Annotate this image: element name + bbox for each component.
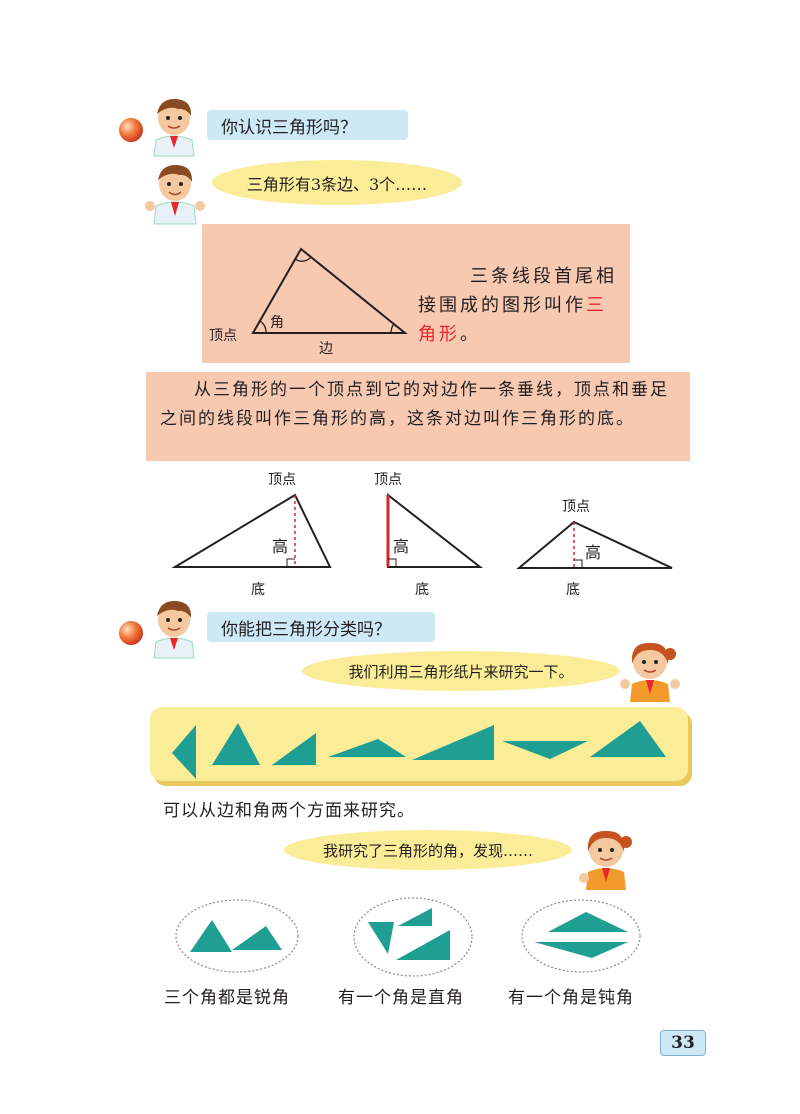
definition-term: 三角形: [418, 295, 607, 345]
category-label-acute: 三个角都是锐角: [164, 988, 290, 1008]
angle-label: 角: [270, 315, 284, 331]
height-diagram-3: [516, 520, 673, 569]
boy-avatar-2: [145, 164, 205, 225]
height-definition-box: [146, 372, 690, 461]
category-label-right: 有一个角是直角: [338, 988, 464, 1008]
question-text-1: 你认识三角形吗？: [221, 117, 357, 138]
diagram3-height-label: 高: [585, 543, 602, 562]
diagram2-height-label: 高: [393, 537, 410, 556]
diagram1-base-label: 底: [251, 582, 265, 598]
boy-avatar: [153, 98, 195, 157]
obtuse-triangles-oval: [521, 899, 641, 973]
diagram1-vertex-label: 顶点: [268, 472, 296, 488]
diagram2-base-label: 底: [415, 582, 429, 598]
girl-bubble-1: 我们利用三角形纸片来研究一下。: [302, 651, 620, 691]
diagram3-base-label: 底: [566, 582, 580, 598]
side-label: 边: [319, 341, 333, 357]
section-ball-icon: [119, 118, 143, 142]
triangle-diagram: [251, 247, 408, 334]
right-triangles-oval: [353, 897, 473, 977]
question-bubble-2: 你能把三角形分类吗？: [207, 612, 435, 642]
diagram2-vertex-label: 顶点: [374, 472, 402, 488]
acute-triangles-oval: [175, 899, 299, 973]
triangle-pieces: [172, 721, 666, 779]
boy-avatar-3: [153, 600, 195, 659]
girl-avatar-2: [579, 830, 632, 890]
definition-text-before: 三条线段首尾相接围成的图形叫作: [418, 266, 617, 316]
girl-text-1: 我们利用三角形纸片来研究一下。: [348, 662, 574, 681]
question-text-2: 你能把三角形分类吗？: [221, 619, 391, 640]
page-number: 33: [660, 1030, 706, 1056]
triangle-definition-text: 三条线段首尾相接围成的图形叫作三角形。: [418, 262, 618, 349]
diagram3-vertex-label: 顶点: [562, 499, 590, 515]
category-label-obtuse: 有一个角是钝角: [508, 988, 634, 1008]
girl-bubble-2: 我研究了三角形的角，发现……: [284, 830, 572, 870]
research-hint: 可以从边和角两个方面来研究。: [163, 801, 415, 821]
height-diagram-2: [386, 492, 483, 568]
section-ball-icon-2: [119, 621, 143, 645]
answer-text-1: 三角形有3条边、3个……: [246, 174, 428, 194]
question-bubble-1: 你认识三角形吗？: [207, 110, 408, 140]
diagram1-height-label: 高: [272, 537, 289, 556]
answer-bubble-1: 三角形有3条边、3个……: [212, 160, 462, 205]
vertex-label: 顶点: [209, 328, 237, 344]
height-diagram-1: [171, 493, 332, 568]
girl-text-2: 我研究了三角形的角，发现……: [322, 841, 533, 860]
definition-text-after: 。: [460, 324, 481, 345]
height-definition-text: 从三角形的一个顶点到它的对边作一条垂线，顶点和垂足之间的线段叫作三角形的高，这条…: [160, 380, 669, 429]
girl-avatar: [620, 642, 680, 702]
triangle-definition-box: [202, 224, 630, 363]
